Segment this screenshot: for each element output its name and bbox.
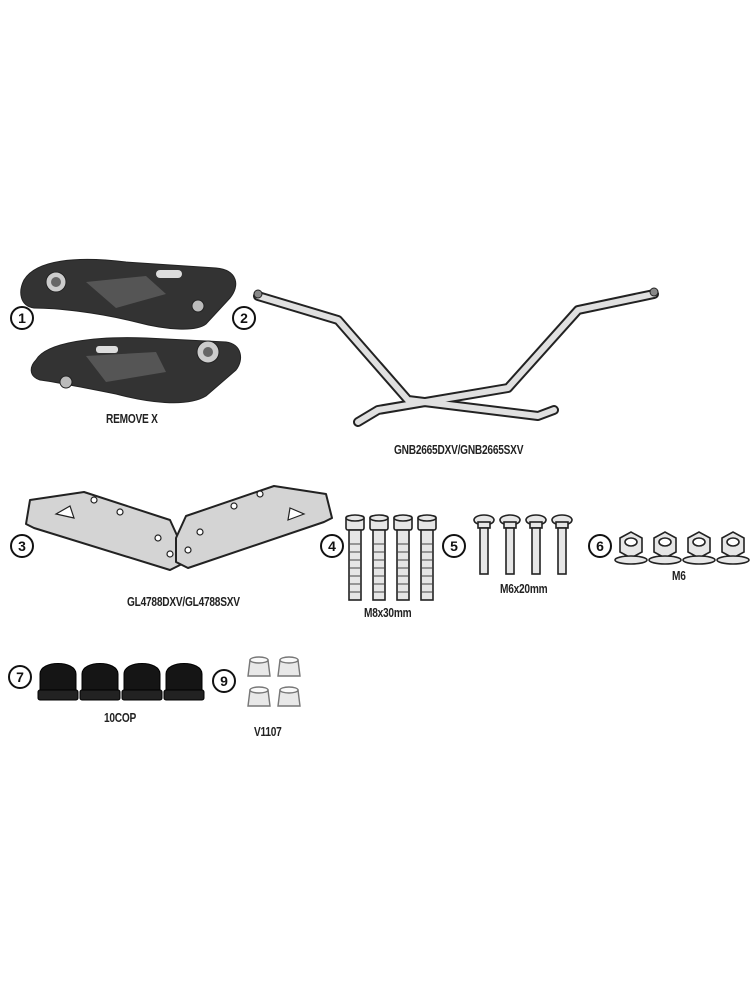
spacer-bushing-icon <box>247 656 301 707</box>
part-number-1: 1 <box>10 306 34 330</box>
cap-nut-cover-icon <box>37 663 205 701</box>
side-plate-icon <box>20 258 242 404</box>
part-number-4: 4 <box>320 534 344 558</box>
part-number-3: 3 <box>10 534 34 558</box>
part-label-9: V1107 <box>254 724 282 739</box>
part-number-5: 5 <box>442 534 466 558</box>
flange-screw-icon <box>473 514 573 575</box>
hex-nut-icon <box>614 531 750 565</box>
part-label-5: M6x20mm <box>500 581 548 596</box>
part-label-4: M8x30mm <box>364 605 412 620</box>
part-label-1: REMOVE X <box>106 411 158 426</box>
part-number-7: 7 <box>8 665 32 689</box>
bracket-plate-icon <box>25 485 333 571</box>
tubular-bar-icon <box>253 287 659 427</box>
part-number-2: 2 <box>232 306 256 330</box>
part-label-3: GL4788DXV/GL4788SXV <box>127 594 240 609</box>
part-number-9: 9 <box>212 669 236 693</box>
part-label-2: GNB2665DXV/GNB2665SXV <box>394 442 524 457</box>
part-number-6: 6 <box>588 534 612 558</box>
part-label-6: M6 <box>672 568 686 583</box>
socket-bolt-icon <box>345 514 437 601</box>
part-label-7: 10COP <box>104 710 137 725</box>
